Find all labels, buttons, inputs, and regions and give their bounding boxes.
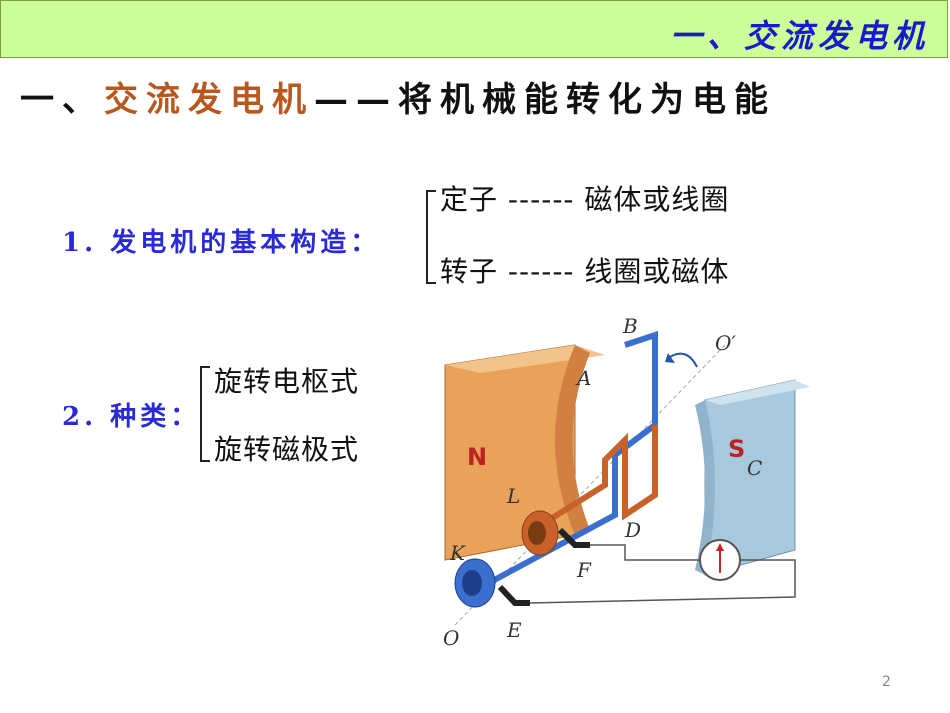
label-e: E [506, 618, 522, 642]
coil-red-side [523, 425, 658, 538]
stator-item: 定子 ------ 磁体或线圈 [440, 183, 730, 216]
brush-d [557, 527, 590, 548]
type-rotating-field: 旋转磁极式 [214, 433, 360, 466]
slip-ring-k [454, 558, 496, 608]
heading-accent: 交流发电机 [104, 80, 314, 120]
wire-bottom [529, 559, 796, 604]
brush-e [497, 584, 530, 606]
rotation-arrow [669, 352, 698, 368]
title-banner: 一、交流发电机 [0, 0, 948, 58]
banner-title: 一、交流发电机 [669, 17, 929, 55]
generator-diagram: N S B A O′ C L D K F E O [443, 314, 810, 650]
label-l: L [506, 484, 520, 508]
label-k: K [449, 541, 466, 565]
south-pole-label: S [728, 435, 745, 463]
coil-blue-side [483, 330, 658, 588]
label-b: B [622, 314, 638, 338]
label-d: D [624, 518, 641, 542]
wire-top [590, 544, 700, 561]
label-o: O [443, 626, 459, 650]
north-magnet [444, 344, 605, 561]
structure-label: 1. 发电机的基本构造： [62, 228, 381, 258]
type-rotating-armature: 旋转电枢式 [214, 365, 360, 398]
heading-suffix: ——将机械能转化为电能 [314, 80, 776, 120]
galvanometer [699, 539, 741, 581]
page-number: 2 [882, 674, 891, 690]
label-f: F [576, 558, 592, 582]
label-o-prime: O′ [715, 331, 736, 355]
slide-heading: 一、交流发电机——将机械能转化为电能 [20, 72, 776, 121]
south-magnet [695, 379, 810, 576]
label-c: C [747, 456, 762, 480]
slip-ring-l [521, 510, 559, 556]
types-label: 2. 种类： [62, 402, 201, 432]
north-pole-label: N [467, 443, 487, 471]
types-brace [200, 366, 210, 462]
rotor-item: 转子 ------ 线圈或磁体 [440, 255, 730, 288]
label-a: A [575, 366, 591, 390]
structure-brace [426, 190, 436, 284]
heading-prefix: 一、 [20, 80, 104, 120]
